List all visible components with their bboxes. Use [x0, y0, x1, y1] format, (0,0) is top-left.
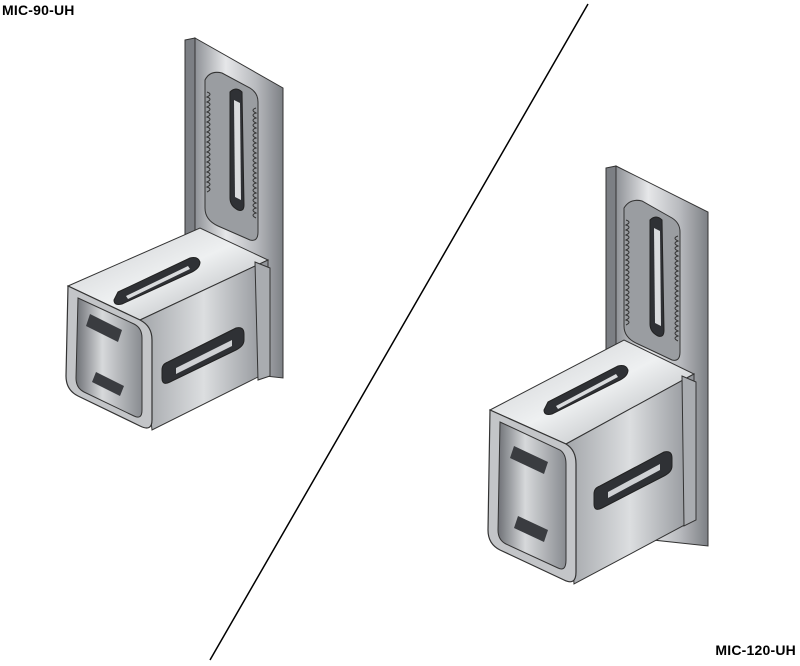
product-label-left: MIC-90-UH [2, 2, 75, 18]
bracket-left [65, 37, 284, 431]
bracket-right [487, 165, 709, 585]
divider-line [209, 3, 589, 661]
product-label-right: MIC-120-UH [715, 642, 796, 658]
